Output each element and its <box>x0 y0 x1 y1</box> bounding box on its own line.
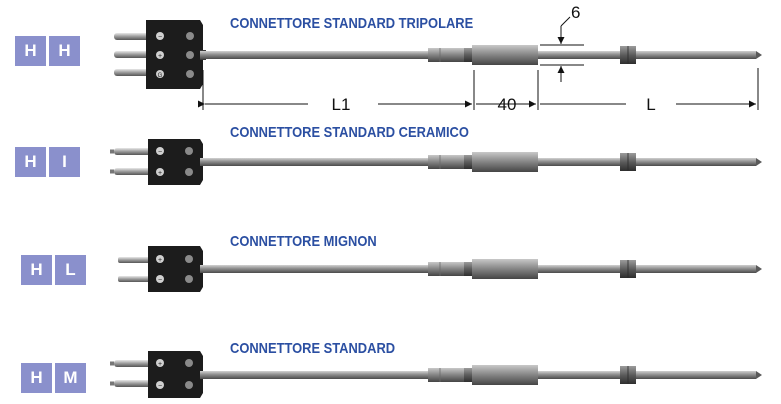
code-letter: H <box>49 36 80 66</box>
svg-text:+: + <box>158 257 162 264</box>
dim-label-l: L <box>646 95 655 114</box>
row-code-hh: H H <box>15 36 80 66</box>
probe-ceramico: − + <box>110 139 763 185</box>
code-letter: H <box>15 36 46 66</box>
dim-label-40: 40 <box>498 95 517 114</box>
svg-text:−: − <box>158 34 162 41</box>
dim-label-6: 6 <box>571 3 580 22</box>
svg-text:+: + <box>158 53 162 60</box>
svg-text:−: − <box>158 149 162 156</box>
svg-text:+: + <box>158 361 162 368</box>
svg-text:−: − <box>158 277 162 284</box>
row-title-ceramico: CONNETTORE STANDARD CERAMICO <box>230 124 469 141</box>
probe-tripolare: − + G <box>114 20 763 89</box>
probe-mignon: + − <box>118 246 763 292</box>
probe-standard: + − <box>110 351 763 398</box>
row-title-tripolare: CONNETTORE STANDARD TRIPOLARE <box>230 15 474 32</box>
svg-text:−: − <box>158 383 162 390</box>
dimension-lines <box>198 16 759 110</box>
dim-label-l1: L1 <box>332 95 351 114</box>
code-letter: H <box>21 363 52 393</box>
code-letter: I <box>49 147 80 177</box>
row-code-hm: H M <box>21 363 86 393</box>
svg-text:+: + <box>158 170 162 177</box>
code-letter: H <box>21 255 52 285</box>
row-code-hl: H L <box>21 255 86 285</box>
code-letter: L <box>55 255 86 285</box>
code-letter: H <box>15 147 46 177</box>
row-title-standard: CONNETTORE STANDARD <box>230 340 396 357</box>
row-title-mignon: CONNETTORE MIGNON <box>230 233 377 250</box>
svg-text:G: G <box>158 73 163 79</box>
code-letter: M <box>55 363 86 393</box>
row-code-hi: H I <box>15 147 80 177</box>
